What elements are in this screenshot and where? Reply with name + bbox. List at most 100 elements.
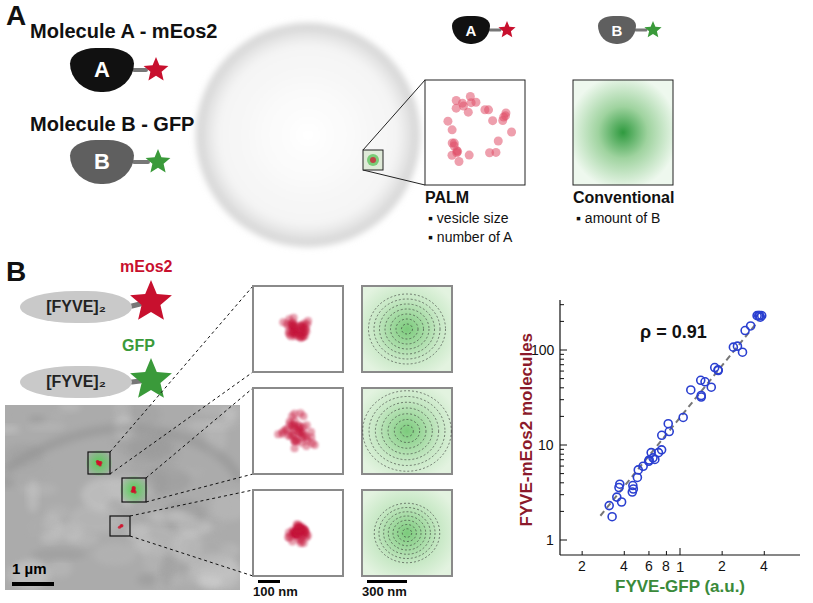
contour-line bbox=[369, 294, 446, 364]
image-texture bbox=[69, 504, 123, 534]
fluorophore-star bbox=[146, 149, 171, 173]
fluorophore-star bbox=[498, 21, 515, 37]
axis-tick bbox=[560, 466, 564, 467]
axis-tick bbox=[560, 449, 564, 450]
palm-localization bbox=[443, 117, 452, 126]
zoom-square bbox=[363, 150, 383, 170]
axis-tick bbox=[560, 371, 564, 372]
figure-label: ρ = 0.91 bbox=[640, 322, 707, 343]
zoom-square bbox=[110, 516, 130, 536]
data-point bbox=[755, 312, 763, 320]
linker bbox=[134, 160, 148, 164]
zoom-line bbox=[363, 80, 425, 150]
molecule-label: A bbox=[94, 57, 110, 83]
image-texture bbox=[149, 510, 196, 523]
gfp-panel bbox=[362, 388, 452, 474]
palm-localization bbox=[287, 432, 295, 440]
image-texture bbox=[144, 467, 191, 493]
linker bbox=[132, 304, 140, 306]
figure-label: mEos2 bbox=[120, 258, 172, 276]
contour-line bbox=[385, 309, 429, 349]
molecule-label: [FYVE]₂ bbox=[46, 373, 106, 391]
axis-tick bbox=[560, 445, 567, 446]
molecule-shape: B bbox=[598, 16, 636, 44]
contour-line bbox=[402, 529, 411, 538]
axis-tick bbox=[560, 399, 564, 400]
palm-localization bbox=[498, 116, 507, 125]
data-point bbox=[647, 449, 655, 457]
palm-localization bbox=[291, 417, 299, 425]
palm-localization bbox=[454, 157, 463, 166]
image-texture bbox=[40, 532, 59, 544]
palm-localization bbox=[300, 539, 308, 547]
meos2-spot bbox=[132, 487, 135, 490]
data-point bbox=[679, 413, 687, 421]
molecule-shape: B bbox=[70, 140, 134, 184]
data-point bbox=[658, 446, 666, 454]
palm-localization bbox=[291, 444, 299, 452]
palm-localization bbox=[285, 534, 293, 542]
axis-tick bbox=[722, 551, 723, 555]
contour-line bbox=[388, 414, 426, 449]
data-point bbox=[711, 364, 719, 372]
palm-localization bbox=[485, 148, 494, 157]
molecule-label: [FYVE]₂ bbox=[46, 298, 106, 316]
image-texture bbox=[137, 574, 157, 586]
data-point bbox=[687, 386, 695, 394]
axis-tick bbox=[560, 378, 564, 379]
figure-label: 1 µm bbox=[12, 560, 47, 577]
figure-label: ▪ number of A bbox=[428, 229, 512, 245]
contour-line bbox=[391, 314, 424, 344]
contour-line bbox=[374, 299, 440, 359]
palm-localization bbox=[452, 148, 461, 157]
leader-line bbox=[146, 474, 253, 502]
tick-label: 4 bbox=[620, 558, 628, 574]
image-texture bbox=[187, 535, 231, 568]
palm-localization bbox=[507, 128, 516, 137]
contour-line bbox=[388, 516, 425, 550]
figure-label: 300 nm bbox=[362, 585, 407, 600]
microscopy-image bbox=[5, 405, 240, 590]
palm-panel bbox=[253, 388, 343, 474]
figure-label: 100 nm bbox=[253, 585, 298, 600]
figure-label: FYVE-GFP (a.u.) bbox=[615, 577, 745, 597]
palm-panel bbox=[253, 286, 343, 372]
vesicle-spot bbox=[370, 157, 376, 163]
axis-tick bbox=[560, 350, 567, 351]
data-point bbox=[618, 498, 626, 506]
data-point bbox=[649, 454, 657, 462]
tick-label: 2 bbox=[718, 558, 726, 574]
palm-localization bbox=[285, 315, 293, 323]
scale-bar bbox=[12, 582, 54, 586]
figure-label: Conventional bbox=[573, 189, 674, 207]
conventional-box bbox=[573, 80, 673, 185]
contour-line bbox=[384, 512, 431, 555]
data-point bbox=[664, 420, 672, 428]
axis-tick bbox=[560, 359, 564, 360]
axis-tick bbox=[560, 387, 564, 388]
molecule-label: B bbox=[94, 149, 110, 175]
data-point bbox=[613, 493, 621, 501]
tick-label: 100 bbox=[531, 342, 554, 358]
image-texture bbox=[32, 548, 87, 560]
leader-line bbox=[130, 536, 253, 576]
image-texture bbox=[27, 479, 39, 513]
data-point bbox=[739, 348, 747, 356]
axis-title: FYVE-mEos2 molecules bbox=[517, 333, 537, 527]
axis-tick bbox=[560, 321, 564, 322]
contour-line bbox=[379, 508, 435, 559]
figure-label: A bbox=[6, 0, 26, 32]
linker bbox=[132, 381, 140, 382]
contour-line bbox=[398, 525, 417, 542]
figure-label: ▪ amount of B bbox=[576, 210, 660, 226]
vesicle-spot bbox=[367, 154, 379, 166]
data-point bbox=[639, 462, 647, 470]
meos2-spot bbox=[120, 524, 123, 527]
contour-line bbox=[382, 408, 433, 454]
figure-label: Molecule A - mEos2 bbox=[30, 20, 217, 43]
palm-localization bbox=[299, 412, 307, 420]
scale-bar bbox=[258, 580, 280, 583]
axis-tick bbox=[560, 540, 567, 541]
molecule-label: A bbox=[466, 22, 477, 39]
leader-line bbox=[130, 490, 253, 516]
